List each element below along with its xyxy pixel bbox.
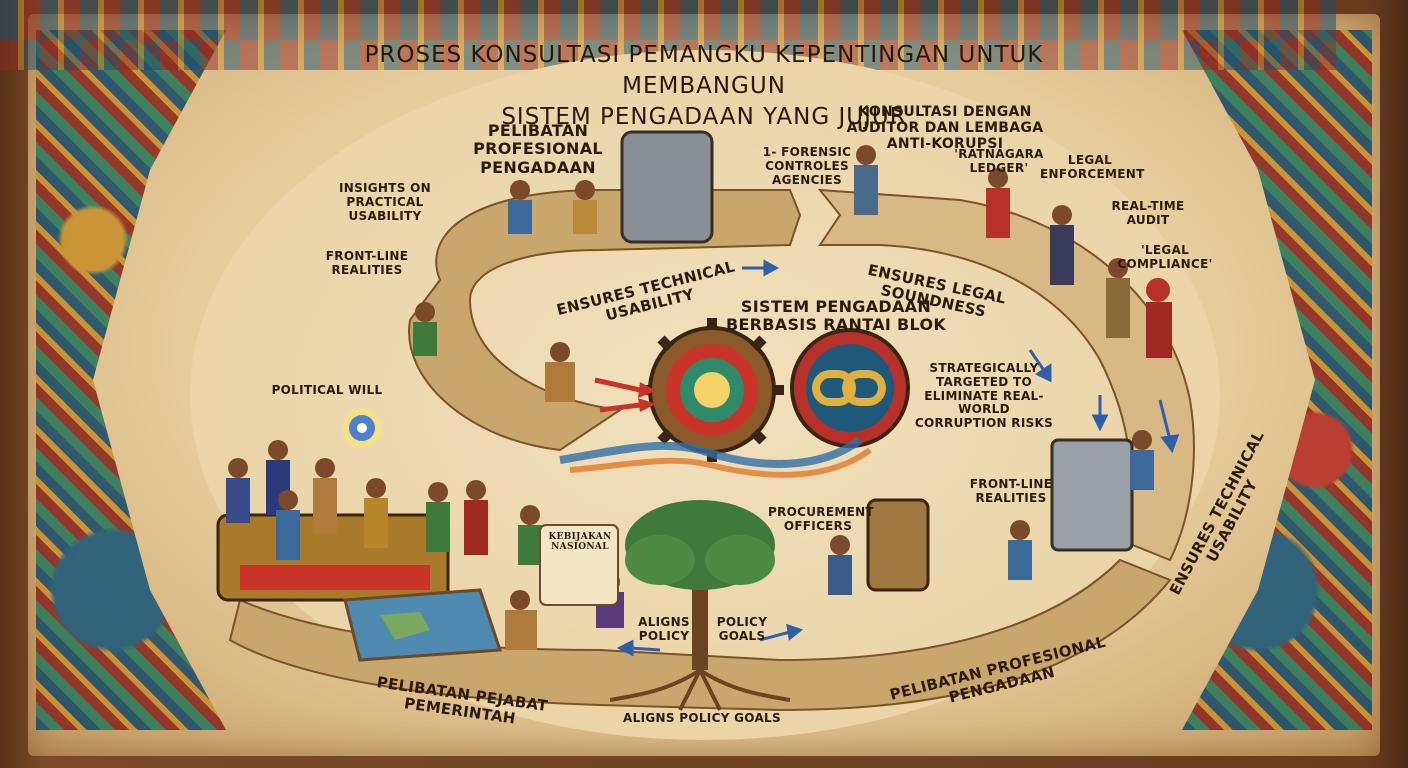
label-kebijakan: Kebijakan Nasional [548, 532, 612, 553]
label-pelibatan-profesional-top: Pelibatan Profesional Pengadaan [473, 121, 603, 177]
label-aligns-policy: Aligns Policy [638, 615, 690, 643]
label-konsultasi: Konsultasi dengan Auditor dan Lembaga An… [846, 104, 1044, 153]
label-aligns-policy-goals: Aligns Policy Goals [623, 711, 781, 725]
label-ledger: 'Ratnagara Ledger' [954, 147, 1044, 175]
label-legal-enforcement: Legal Enforcement [1040, 153, 1145, 181]
top-ornament-border [0, 0, 1336, 40]
label-realtime-audit: Real-time Audit [1111, 199, 1185, 227]
label-insights: Insights on Practical Usability [338, 181, 432, 223]
tree-icon [609, 500, 791, 711]
title-line-2: Sistem Pengadaan yang Jujur [501, 104, 907, 131]
title-line-1: Proses Konsultasi Pemangku Kepentingan u… [364, 42, 1044, 100]
gear-icon [640, 318, 784, 462]
top-path-band [408, 189, 802, 452]
door-icon [620, 130, 1134, 592]
diagram-title: Proses Konsultasi Pemangku Kepentingan u… [300, 40, 1108, 133]
chain-link-icon [790, 328, 910, 448]
label-procurement-officers: Procurement Officers [768, 505, 874, 533]
label-political-will: Political Will [271, 383, 383, 397]
label-forensic: 1- Forensic Controles Agencies [762, 145, 852, 187]
label-frontline-right: Front-line Realities [969, 477, 1053, 505]
label-sistem-center: Sistem Pengadaan Berbasis Rantai Blok [725, 297, 947, 335]
label-frontline-left: Front-line Realities [325, 249, 409, 277]
label-legal-compliance: 'Legal Compliance' [1117, 243, 1213, 271]
sun-icon [342, 408, 382, 448]
label-policy-goals: Policy Goals [716, 615, 768, 643]
label-strategically: Strategically Targeted to Eliminate Real… [914, 361, 1054, 431]
